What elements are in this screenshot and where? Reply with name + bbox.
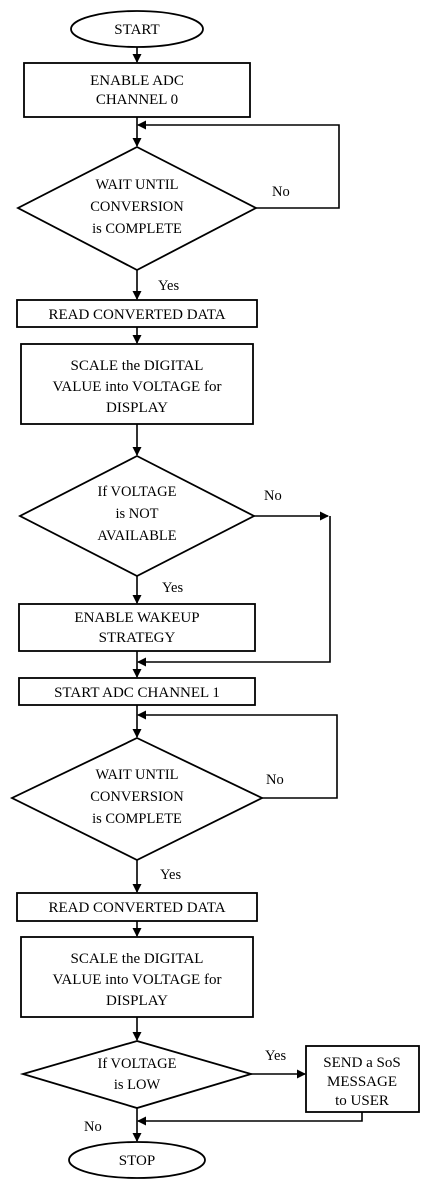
voltage-not-available-decision: If VOLTAGE is NOT AVAILABLE (18, 454, 256, 578)
wait2-line2: CONVERSION (90, 789, 184, 805)
start-adc-channel1-box: START ADC CHANNEL 1 (18, 677, 256, 706)
wait2-line1: WAIT UNTIL (95, 767, 178, 783)
yes3-label: Yes (160, 867, 181, 883)
wait-conversion-decision-2: WAIT UNTIL CONVERSION is COMPLETE (9, 737, 265, 862)
enable-wakeup-strategy-box: ENABLE WAKEUP STRATEGY (18, 603, 256, 652)
no4-label: No (84, 1119, 102, 1135)
loop-wait1-no (137, 120, 340, 209)
scale1-line1: SCALE the DIGITAL (71, 358, 204, 374)
send-sos-message-box: SEND a SoS MESSAGE to USER (305, 1045, 420, 1113)
yes2-label: Yes (162, 580, 183, 596)
yes4-label: Yes (265, 1048, 286, 1064)
read2-label: READ CONVERTED DATA (48, 900, 225, 916)
scale-digital-value-box-1: SCALE the DIGITAL VALUE into VOLTAGE for… (20, 343, 254, 425)
scale-digital-value-box-2: SCALE the DIGITAL VALUE into VOLTAGE for… (20, 936, 254, 1018)
start-terminal: START (70, 10, 204, 48)
start-adc1-label: START ADC CHANNEL 1 (54, 685, 220, 701)
arrow-sos-return (137, 1112, 363, 1126)
scale1-line3: DISPLAY (106, 400, 168, 416)
check-avail-line3: AVAILABLE (97, 528, 176, 544)
scale2-line3: DISPLAY (106, 993, 168, 1009)
loop-wait2-no (137, 710, 338, 799)
no3-label: No (266, 772, 284, 788)
sos-line1: SEND a SoS (323, 1055, 401, 1071)
stop-label: STOP (119, 1153, 155, 1169)
no1-label: No (272, 184, 290, 200)
wait1-line3: is COMPLETE (92, 221, 182, 237)
read-converted-data-box-2: READ CONVERTED DATA (16, 892, 258, 922)
read1-label: READ CONVERTED DATA (48, 307, 225, 323)
scale2-line2: VALUE into VOLTAGE for (53, 972, 222, 988)
sos-line3: to USER (335, 1093, 389, 1109)
enable-adc-channel0-box: ENABLE ADC CHANNEL 0 (23, 62, 251, 118)
check-avail-line2: is NOT (115, 506, 158, 522)
start-label: START (114, 22, 159, 38)
no2-label: No (264, 488, 282, 504)
wakeup-line1: ENABLE WAKEUP (74, 610, 199, 626)
stop-terminal: STOP (68, 1141, 206, 1179)
check-low-line1: If VOLTAGE (98, 1056, 177, 1072)
wait1-line2: CONVERSION (90, 199, 184, 215)
enable-adc0-line2: CHANNEL 0 (96, 92, 178, 108)
wakeup-line2: STRATEGY (99, 630, 176, 646)
voltage-low-decision: If VOLTAGE is LOW (19, 1040, 255, 1109)
enable-adc0-line1: ENABLE ADC (90, 73, 184, 89)
check-low-line2: is LOW (114, 1077, 161, 1093)
scale2-line1: SCALE the DIGITAL (71, 951, 204, 967)
bypass-line-no2 (137, 516, 331, 667)
check-avail-line1: If VOLTAGE (98, 484, 177, 500)
wait-conversion-decision-1: WAIT UNTIL CONVERSION is COMPLETE (16, 145, 258, 272)
wait1-line1: WAIT UNTIL (95, 177, 178, 193)
read-converted-data-box-1: READ CONVERTED DATA (16, 299, 258, 328)
scale1-line2: VALUE into VOLTAGE for (53, 379, 222, 395)
sos-line2: MESSAGE (327, 1074, 397, 1090)
yes1-label: Yes (158, 278, 179, 294)
wait2-line3: is COMPLETE (92, 811, 182, 827)
